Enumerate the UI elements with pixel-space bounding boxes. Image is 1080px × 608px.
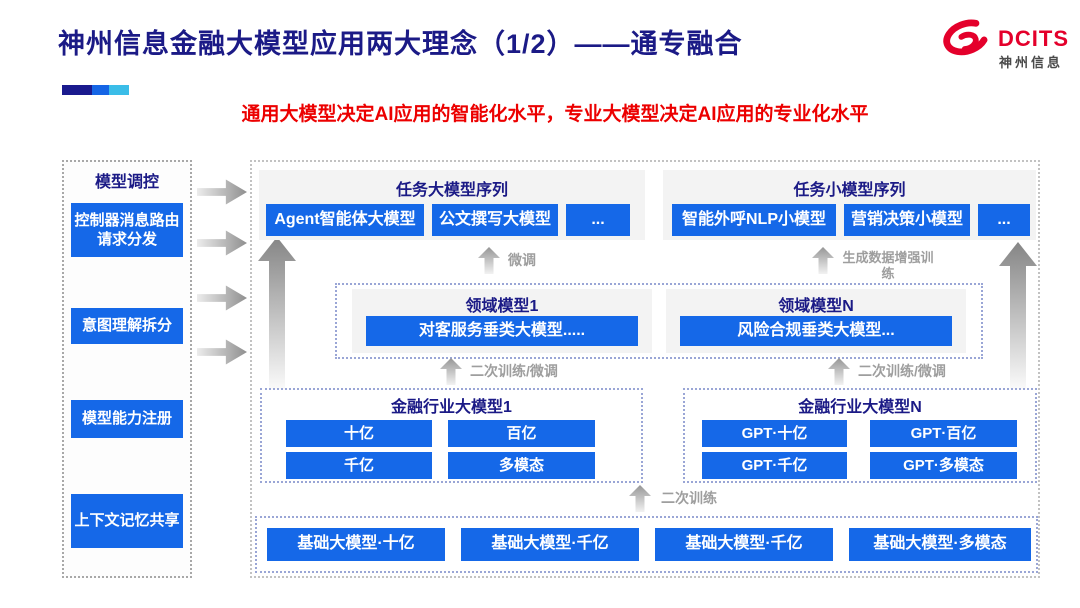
model-box-ellipsis: ... [566, 204, 630, 236]
model-box-gpt-1b: GPT·十亿 [702, 420, 847, 447]
model-control-title: 模型调控 [94, 174, 159, 191]
industry-model-n-container [683, 388, 1037, 483]
arrow-up-tall-icon [258, 237, 296, 389]
accent-bar-cyan [109, 85, 129, 95]
model-box-gpt-100b: GPT·千亿 [702, 452, 847, 479]
logo-brand-text: DCITS [998, 26, 1069, 51]
industry-model-1-container [260, 388, 643, 483]
accent-bar-blue [92, 85, 109, 95]
task-small-model-title: 任务小模型序列 [793, 182, 906, 199]
model-box-gpt-multimodal: GPT·多模态 [870, 452, 1017, 479]
base-model-1b: 基础大模型·十亿 [267, 528, 445, 561]
accent-bar [62, 85, 129, 95]
model-box-1b: 十亿 [286, 420, 432, 447]
arrow-up-small-icon [629, 485, 651, 512]
domain-model-1-title: 领域模型1 [465, 298, 539, 315]
arrow-up-small-icon [812, 247, 834, 274]
model-box-risk-compliance: 风险合规垂类大模型... [680, 316, 952, 346]
base-model-multimodal: 基础大模型·多模态 [849, 528, 1031, 561]
model-box-ellipsis: ... [978, 204, 1030, 236]
sidebar-item-register: 模型能力注册 [71, 400, 183, 438]
finetune-label: 微调 [508, 252, 536, 268]
model-box-nlp-callout: 智能外呼NLP小模型 [672, 204, 836, 236]
arrow-up-small-icon [440, 358, 462, 385]
slide-subtitle: 通用大模型决定AI应用的智能化水平，专业大模型决定AI应用的专业化水平 [241, 104, 869, 125]
domain-model-n-title: 领域模型N [778, 298, 854, 315]
logo-brand-cn-text: 神州信息 [999, 55, 1064, 70]
sidebar-item-context: 上下文记忆共享 [71, 494, 183, 548]
architecture-container [250, 160, 1040, 578]
augment-train-label: 生成数据增强训练 [842, 250, 934, 281]
model-box-10b: 百亿 [448, 420, 595, 447]
dcits-swirl-icon [943, 19, 988, 56]
arrow-up-small-icon [828, 358, 850, 385]
industry-model-n-title: 金融行业大模型N [798, 399, 922, 416]
base-model-100b: 基础大模型·千亿 [655, 528, 833, 561]
arrow-right-icon [197, 230, 247, 256]
arrow-right-icon [197, 179, 247, 205]
model-box-100b: 千亿 [286, 452, 432, 479]
industry-model-1-title: 金融行业大模型1 [391, 399, 512, 416]
dcits-logo: DCITS 神州信息 [938, 18, 1070, 76]
retrain-finetune-label: 二次训练/微调 [470, 363, 558, 379]
accent-bar-navy [62, 85, 92, 95]
model-box-marketing: 营销决策小模型 [844, 204, 970, 236]
model-box-document: 公文撰写大模型 [432, 204, 558, 236]
domain-models-container [335, 283, 983, 359]
arrow-up-small-icon [478, 247, 500, 274]
arrow-right-icon [197, 339, 247, 365]
retrain-label: 二次训练 [661, 490, 717, 506]
model-box-agent: Agent智能体大模型 [266, 204, 424, 236]
arrow-right-icon [197, 285, 247, 311]
model-box-gpt-10b: GPT·百亿 [870, 420, 1017, 447]
sidebar-item-router: 控制器消息路由请求分发 [71, 203, 183, 257]
base-model-100b: 基础大模型·千亿 [461, 528, 639, 561]
task-large-model-title: 任务大模型序列 [395, 182, 508, 199]
sidebar-item-intent: 意图理解拆分 [71, 308, 183, 344]
model-box-multimodal: 多模态 [448, 452, 595, 479]
model-box-customer-service: 对客服务垂类大模型..... [366, 316, 638, 346]
retrain-finetune-label: 二次训练/微调 [858, 363, 946, 379]
base-models-container [255, 516, 1038, 573]
page-title: 神州信息金融大模型应用两大理念（1/2）——通专融合 [58, 29, 743, 59]
arrow-up-tall-icon [999, 242, 1037, 389]
